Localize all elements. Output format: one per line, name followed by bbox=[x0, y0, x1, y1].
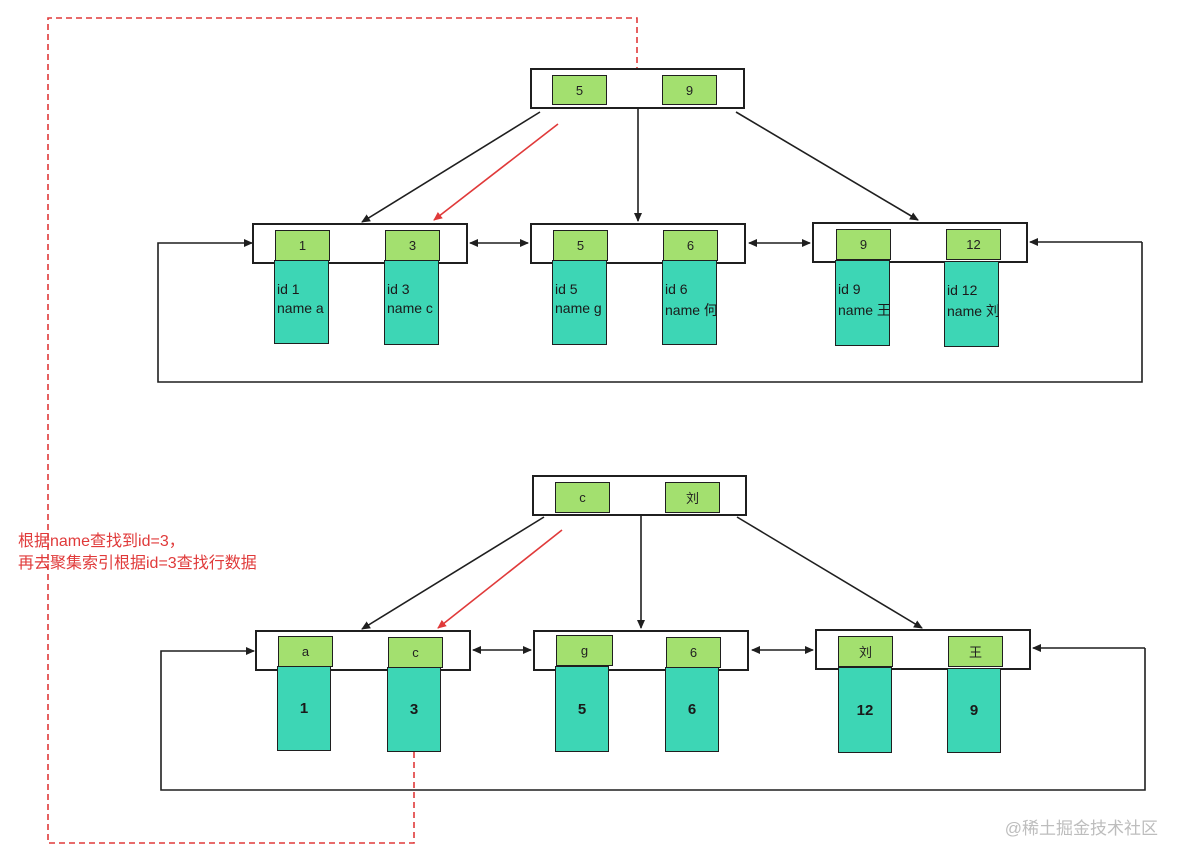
primary-row-9: id 9 name 王 bbox=[835, 260, 890, 346]
primary-root-node: 5 9 bbox=[530, 68, 745, 109]
row-id: id 9 bbox=[838, 281, 861, 297]
secondary-leaf-page-1: a c bbox=[255, 630, 471, 671]
annotation-line-1: 根据name查找到id=3， bbox=[18, 533, 185, 550]
secondary-entry-g: 5 bbox=[555, 666, 609, 752]
primary-row-3: id 3 name c bbox=[384, 260, 439, 345]
secondary-leaf-page-3: 刘 王 bbox=[815, 629, 1031, 670]
primary-row-12: id 12 name 刘 bbox=[944, 261, 999, 347]
secondary-entry-c: 3 bbox=[387, 667, 441, 752]
primary-wrap-loop bbox=[157, 239, 1143, 383]
primary-pointer-left bbox=[361, 111, 541, 223]
secondary-root-key-1: c bbox=[555, 482, 610, 513]
primary-row-5: id 5 name g bbox=[552, 260, 607, 345]
secondary-leaf-1-key-1: a bbox=[278, 636, 333, 667]
secondary-wrap-loop bbox=[160, 647, 1146, 791]
secondary-leaf-2-key-2: 6 bbox=[666, 637, 721, 668]
watermark: @稀土掘金技术社区 bbox=[1004, 819, 1158, 838]
annotation-line-2: 再去聚集索引根据id=3查找行数据 bbox=[18, 555, 257, 572]
secondary-root-key-2: 刘 bbox=[665, 482, 720, 513]
secondary-leaf-3-key-1: 刘 bbox=[838, 636, 893, 667]
row-id: id 5 bbox=[555, 281, 578, 297]
primary-leaf-2-key-2: 6 bbox=[663, 230, 718, 261]
lookup-path-dashed bbox=[47, 17, 638, 844]
row-name: name g bbox=[555, 300, 602, 316]
primary-leaf-1-key-1: 1 bbox=[275, 230, 330, 261]
primary-root-key-2: 9 bbox=[662, 75, 717, 105]
primary-root-key-1: 5 bbox=[552, 75, 607, 105]
primary-leaf-page-2: 5 6 bbox=[530, 223, 746, 264]
secondary-entry-6: 6 bbox=[665, 667, 719, 752]
secondary-entry-wang: 9 bbox=[947, 668, 1001, 753]
row-name: name 王 bbox=[838, 302, 890, 318]
secondary-entry-liu: 12 bbox=[838, 667, 892, 753]
row-id: id 1 bbox=[277, 281, 300, 297]
secondary-search-path bbox=[437, 529, 563, 629]
primary-leaf-page-3: 9 12 bbox=[812, 222, 1028, 263]
primary-row-6: id 6 name 何 bbox=[662, 260, 717, 345]
primary-row-1: id 1 name a bbox=[274, 260, 329, 344]
row-name: name 刘 bbox=[947, 303, 999, 319]
secondary-leaf-2-key-1: g bbox=[556, 635, 613, 666]
primary-leaf-page-1: 1 3 bbox=[252, 223, 468, 264]
secondary-leaf-page-2: g 6 bbox=[533, 630, 749, 671]
primary-pointer-right bbox=[735, 111, 919, 221]
row-name: name c bbox=[387, 300, 433, 316]
row-name: name 何 bbox=[665, 302, 717, 318]
primary-leaf-2-key-1: 5 bbox=[553, 230, 608, 261]
secondary-root-node: c 刘 bbox=[532, 475, 747, 516]
secondary-leaf-1-key-2: c bbox=[388, 637, 443, 668]
row-id: id 3 bbox=[387, 281, 410, 297]
row-name: name a bbox=[277, 300, 324, 316]
secondary-entry-a: 1 bbox=[277, 666, 331, 751]
row-id: id 12 bbox=[947, 282, 978, 298]
primary-leaf-3-key-1: 9 bbox=[836, 229, 891, 260]
row-id: id 6 bbox=[665, 281, 688, 297]
secondary-pointer-right bbox=[736, 516, 923, 629]
primary-leaf-1-key-2: 3 bbox=[385, 230, 440, 261]
secondary-leaf-3-key-2: 王 bbox=[948, 636, 1003, 667]
primary-search-path bbox=[433, 123, 559, 221]
secondary-pointer-left bbox=[361, 516, 545, 630]
primary-leaf-3-key-2: 12 bbox=[946, 229, 1001, 260]
